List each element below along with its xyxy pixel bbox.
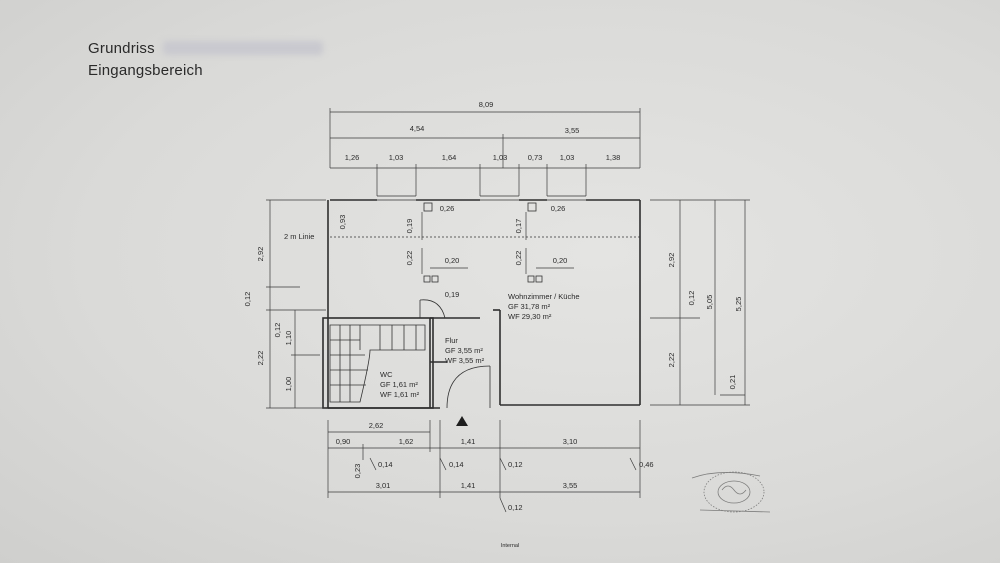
dim-bottom-mid-3: 0,14 xyxy=(449,460,464,469)
room-flur-gf: GF 3,55 m² xyxy=(445,346,483,355)
dim-bottom-lower-3: 3,55 xyxy=(563,481,578,490)
plan-title: Grundriss xyxy=(88,40,155,57)
dim-inner-8: 0,22 xyxy=(514,251,523,266)
dim-left-4: 1,10 xyxy=(284,331,293,346)
dim-top-split-2: 3,55 xyxy=(565,126,580,135)
dim-bottom-upper-1: 2,62 xyxy=(369,421,384,430)
dim-bottom-lower-1: 3,01 xyxy=(376,481,391,490)
dim-bottom-mid-1: 0,23 xyxy=(353,464,362,479)
dim-top-split-1: 4,54 xyxy=(410,124,425,133)
dim-top-seg-3: 1,64 xyxy=(442,153,457,162)
dim-bottom-upper-2: 0,90 xyxy=(336,437,351,446)
dim-left-3: 0,12 xyxy=(273,323,282,338)
dim-left-1: 2,92 xyxy=(256,247,265,262)
dim-top-seg-4: 1,03 xyxy=(493,153,508,162)
dim-bottom-lower-2: 1,41 xyxy=(461,481,476,490)
staircase xyxy=(329,324,426,403)
left-dimensions: 2,92 0,12 0,12 1,10 2,22 1,00 xyxy=(243,199,326,409)
dim-left-5: 2,22 xyxy=(256,351,265,366)
room-living-gf: GF 31,78 m² xyxy=(508,302,551,311)
room-living-name: Wohnzimmer / Küche xyxy=(508,292,580,301)
dim-right-4: 5,25 xyxy=(734,297,743,312)
dim-top-seg-5: 0,73 xyxy=(528,153,543,162)
room-labels: Wohnzimmer / Küche GF 31,78 m² WF 29,30 … xyxy=(380,292,580,399)
dim-bottom-mid-5: 0,46 xyxy=(639,460,654,469)
dim-top-seg-1: 1,26 xyxy=(345,153,360,162)
dim-bottom-upper-4: 1,41 xyxy=(461,437,476,446)
inner-dimension-labels: 0,93 0,26 0,19 0,17 0,26 0,22 0,20 0,22 … xyxy=(284,204,567,299)
room-wc-name: WC xyxy=(380,370,393,379)
room-flur-name: Flur xyxy=(445,336,458,345)
dim-inner-3: 0,19 xyxy=(405,219,414,234)
top-dimensions: 8,09 4,54 3,55 1,26 1,03 1,64 1,03 0,73 … xyxy=(329,100,641,196)
dim-inner-5: 0,26 xyxy=(551,204,566,213)
dim-right-6: 0,21 xyxy=(728,375,737,390)
dim-bottom-upper-5: 3,10 xyxy=(563,437,578,446)
dim-top-seg-2: 1,03 xyxy=(389,153,404,162)
footer-note: Internal xyxy=(501,543,519,549)
walls xyxy=(322,195,641,409)
room-living-wf: WF 29,30 m² xyxy=(508,312,552,321)
dim-right-3: 5,05 xyxy=(705,295,714,310)
dim-inner-9: 0,20 xyxy=(553,256,568,265)
dim-top-seg-7: 1,38 xyxy=(606,153,621,162)
dim-bottom-mid-4: 0,12 xyxy=(508,460,523,469)
inner-markers xyxy=(421,202,574,283)
dim-left-2: 0,12 xyxy=(243,292,252,307)
redacted-address xyxy=(162,41,323,55)
dim-inner-10: 0,19 xyxy=(445,290,460,299)
dim-inner-2: 0,26 xyxy=(440,204,455,213)
right-dimensions: 2,92 0,12 5,05 5,25 2,22 0,21 xyxy=(650,199,750,406)
dim-inner-7: 0,20 xyxy=(445,256,460,265)
dim-bottom-upper-3: 1,62 xyxy=(399,437,414,446)
room-wc-gf: GF 1,61 m² xyxy=(380,380,418,389)
dim-left-6: 1,00 xyxy=(284,377,293,392)
bottom-dimensions: 2,62 0,90 1,62 1,41 3,10 0,23 0,14 0,14 … xyxy=(327,420,654,513)
dim-bottom-below: 0,12 xyxy=(508,503,523,512)
dim-inner-1: 0,93 xyxy=(338,215,347,230)
dim-top-total: 8,09 xyxy=(479,100,494,109)
dim-right-1: 2,92 xyxy=(667,253,676,268)
dim-right-2: 0,12 xyxy=(687,291,696,306)
architect-stamp xyxy=(691,471,771,513)
two-meter-line-label: 2 m Linie xyxy=(284,232,314,241)
title-block: Grundriss Eingangsbereich xyxy=(88,38,323,82)
entrance-arrow-icon xyxy=(456,416,468,426)
plan-subtitle: Eingangsbereich xyxy=(88,62,203,79)
dim-inner-4: 0,17 xyxy=(514,219,523,234)
dim-inner-6: 0,22 xyxy=(405,251,414,266)
room-wc-wf: WF 1,61 m² xyxy=(380,390,420,399)
dim-bottom-mid-2: 0,14 xyxy=(378,460,393,469)
dim-right-5: 2,22 xyxy=(667,353,676,368)
room-flur-wf: WF 3,55 m² xyxy=(445,356,485,365)
dim-top-seg-6: 1,03 xyxy=(560,153,575,162)
